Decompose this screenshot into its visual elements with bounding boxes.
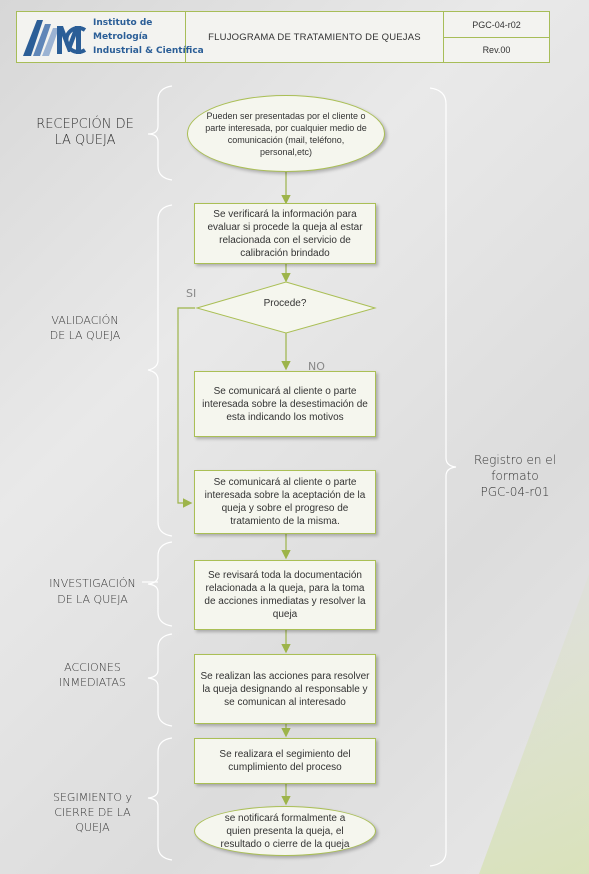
stage-seguimiento-line-3: QUEJA bbox=[75, 821, 110, 834]
stage-label-validacion: VALIDACIÓN DE LA QUEJA bbox=[30, 313, 140, 343]
registro-line-1: Registro en el bbox=[473, 453, 557, 467]
imc-logo-icon bbox=[23, 20, 87, 56]
stage-recepcion-line-2: LA QUEJA bbox=[54, 133, 116, 148]
document-revision: Rev.00 bbox=[482, 45, 511, 55]
org-line-1: Instituto de bbox=[93, 18, 153, 28]
document-title: FLUJOGRAMA DE TRATAMIENTO DE QUEJAS bbox=[186, 12, 444, 62]
start-oval: Pueden ser presentadas por el cliente o … bbox=[187, 95, 385, 172]
registro-label: Registro en el formato PGC-04-r01 bbox=[450, 452, 580, 500]
followup-box: Se realizara el segimiento del cumplimie… bbox=[194, 738, 376, 784]
document-code: PGC-04-r02 bbox=[444, 12, 549, 38]
stage-recepcion-line-1: RECEPCIÓN DE bbox=[36, 117, 134, 132]
registro-line-3: PGC-04-r01 bbox=[480, 485, 550, 499]
registro-line-2: formato bbox=[491, 469, 539, 483]
reject-box: Se comunicará al cliente o parte interes… bbox=[194, 371, 376, 437]
stage-seguimiento-line-1: SEGIMIENTO y bbox=[53, 791, 132, 804]
branch-yes-label: SI bbox=[186, 287, 197, 300]
accept-box: Se comunicará al cliente o parte interes… bbox=[194, 470, 376, 534]
stage-seguimiento-line-2: CIERRE DE LA bbox=[54, 806, 131, 819]
stage-validacion-line-1: VALIDACIÓN bbox=[51, 314, 119, 327]
stage-label-seguimiento: SEGIMIENTO y CIERRE DE LA QUEJA bbox=[40, 790, 145, 835]
stage-investigacion-line-1: INVESTIGACIÓN bbox=[49, 577, 136, 590]
stage-acciones-line-1: ACCIONES bbox=[64, 661, 121, 674]
org-line-2: Metrología bbox=[93, 32, 148, 42]
actions-box: Se realizan las acciones para resolver l… bbox=[194, 654, 376, 724]
verify-box: Se verificará la información para evalua… bbox=[194, 203, 376, 264]
decision-diamond bbox=[195, 281, 377, 334]
decision-label: Procede? bbox=[263, 298, 307, 309]
review-box: Se revisará toda la documentación relaci… bbox=[194, 560, 376, 630]
stage-validacion-line-2: DE LA QUEJA bbox=[49, 329, 121, 342]
branch-no-label: NO bbox=[308, 360, 325, 373]
stage-investigacion-line-2: DE LA QUEJA bbox=[57, 593, 128, 606]
stage-label-recepcion: RECEPCIÓN DE LA QUEJA bbox=[20, 117, 150, 149]
end-oval: se notificará formalmente a quien presen… bbox=[194, 806, 376, 856]
organization-name: Instituto de Metrología Industrial & Cie… bbox=[93, 16, 204, 58]
logo-cell: Instituto de Metrología Industrial & Cie… bbox=[17, 12, 204, 62]
stage-label-acciones: ACCIONES INMEDIATAS bbox=[40, 660, 145, 690]
stage-acciones-line-2: INMEDIATAS bbox=[59, 676, 126, 689]
org-line-3: Industrial & Científica bbox=[93, 46, 204, 56]
document-header: Instituto de Metrología Industrial & Cie… bbox=[16, 11, 550, 63]
stage-label-investigacion: INVESTIGACIÓN DE LA QUEJA bbox=[40, 576, 145, 608]
